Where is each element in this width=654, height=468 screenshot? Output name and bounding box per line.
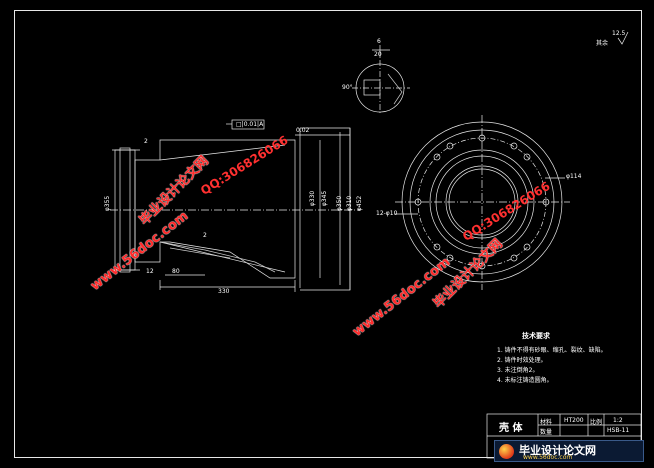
dim-hole: 12-φ10 xyxy=(376,210,398,217)
roughness-value: 12.5 xyxy=(612,30,626,37)
roughness-note: 其余 xyxy=(596,40,609,47)
material-value: HT200 xyxy=(564,417,584,424)
roughness-symbol xyxy=(617,31,629,45)
notes-title: 技术要求 xyxy=(522,332,550,340)
dim-phi-r3: φ452 xyxy=(356,195,364,212)
dim-phi-left: φ355 xyxy=(104,195,112,212)
drawing-frame xyxy=(14,10,642,458)
dim-small-width: 20 xyxy=(374,51,382,58)
dim-phi-r2: φ310 xyxy=(346,195,354,212)
qty-label: 数量 xyxy=(540,429,553,436)
dim-angle: 90° xyxy=(342,84,353,91)
keyway-section xyxy=(352,45,410,114)
dim-length: 330 xyxy=(218,288,230,295)
dim-d2: 2 xyxy=(144,138,148,145)
site-logo-icon xyxy=(499,444,514,459)
site-banner[interactable]: 毕业设计论文网 www.56doc.com xyxy=(494,440,644,462)
dim-f2: 2 xyxy=(203,232,207,239)
notes-line-3: 3. 未注倒角2。 xyxy=(497,367,539,374)
notes-line-1: 1. 铸件不得有砂眼、缩孔、裂纹、缺陷。 xyxy=(497,347,607,354)
dim-phi-114: φ114 xyxy=(566,173,582,180)
dim-12: 12 xyxy=(146,268,154,275)
drawing-number: HSB-11 xyxy=(607,427,630,434)
part-name: 壳 体 xyxy=(499,423,523,434)
dim-phi-mid2: φ345 xyxy=(321,190,329,207)
dim-box-left: □|0.01|A xyxy=(236,121,264,128)
material-label: 材料 xyxy=(540,419,553,426)
notes-line-2: 2. 铸件时效处理。 xyxy=(497,357,547,364)
title-block: 壳 体 材料 HT200 比例 1:2 数量 HSB-11 xyxy=(487,414,641,458)
front-view xyxy=(395,115,570,290)
side-view xyxy=(110,119,360,292)
dim-box-right: 0.02 xyxy=(296,127,310,134)
banner-title: 毕业设计论文网 xyxy=(519,444,596,457)
dim-phi-r1: φ350 xyxy=(336,195,344,212)
dim-80: 80 xyxy=(172,268,180,275)
dim-phi-mid1: φ330 xyxy=(309,190,317,207)
banner-url: www.56doc.com xyxy=(523,454,573,461)
notes-line-4: 4. 未标注铸造圆角。 xyxy=(497,377,553,384)
scale-label: 比例 xyxy=(590,419,603,426)
scale-value: 1:2 xyxy=(613,417,623,424)
dim-small-top: 6 xyxy=(377,38,381,45)
